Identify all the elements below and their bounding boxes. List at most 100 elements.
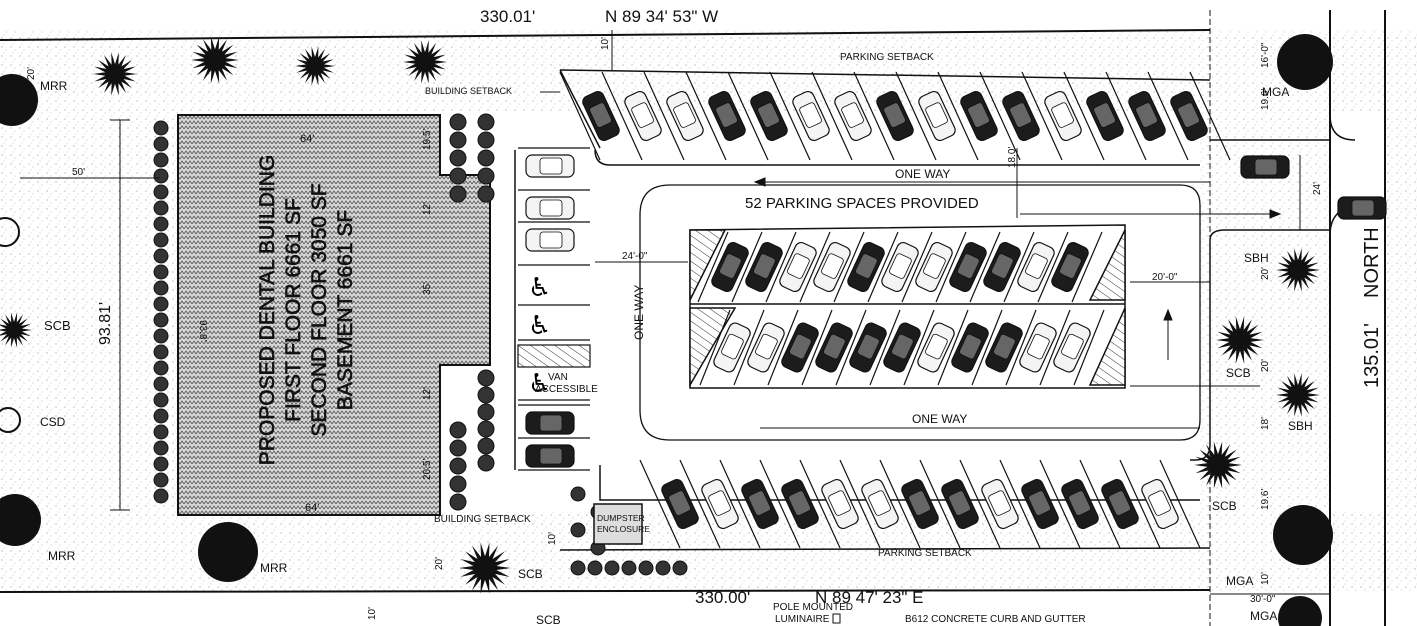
stall-line	[759, 459, 801, 549]
shrub-star	[1276, 373, 1320, 417]
stall-line	[643, 71, 685, 161]
stall-line	[833, 231, 865, 303]
shrub	[153, 456, 169, 472]
stall-line	[1073, 309, 1105, 386]
tree-west-small	[0, 217, 20, 247]
tree-mga-bottom	[1278, 596, 1322, 626]
shrub	[153, 232, 169, 248]
plant-mrr-nw: MRR	[40, 79, 68, 93]
shrub	[477, 113, 495, 131]
stall-line	[767, 309, 799, 386]
parking-setback-bottom: PARKING SETBACK	[878, 548, 972, 559]
dim-twenty-right: 20'	[1260, 267, 1271, 280]
dim-eighteen: 18.0'	[1007, 147, 1018, 168]
tree-csd	[0, 407, 21, 433]
parked-car	[915, 241, 953, 293]
shrub	[587, 560, 603, 576]
dim-fifty: 50'	[72, 167, 85, 178]
parked-car	[750, 90, 788, 142]
plant-scb-w: SCB	[44, 318, 71, 333]
stall-line	[901, 231, 933, 303]
dumpster-label-2: ENCLOSURE	[597, 524, 650, 534]
parked-car	[525, 154, 575, 178]
plant-mrr-sw: MRR	[48, 549, 76, 563]
accessible-stalls	[517, 264, 591, 401]
parked-car	[1101, 478, 1139, 530]
dim-thirty: 30'-0"	[1250, 594, 1276, 605]
stall-line	[727, 71, 769, 161]
parked-car	[525, 228, 575, 252]
parked-car	[981, 478, 1019, 530]
stall-line	[1037, 231, 1069, 303]
shrub	[477, 167, 495, 185]
shrub	[477, 420, 495, 438]
parked-car	[813, 241, 851, 293]
south-distance: 330.00'	[695, 588, 750, 607]
stall-line	[1159, 459, 1201, 549]
shrub	[153, 312, 169, 328]
shrub	[449, 421, 467, 439]
plant-scb-e1: SCB	[1226, 366, 1251, 380]
shrub-star	[1276, 248, 1320, 292]
stalls-island-south	[699, 309, 1105, 386]
parking-count-label: 52 PARKING SPACES PROVIDED	[745, 195, 979, 212]
north-distance: 330.01'	[480, 7, 535, 26]
parked-car	[525, 196, 575, 220]
dim-nineteen-six-b: 19.6'	[1260, 489, 1271, 510]
parked-car	[711, 241, 749, 293]
parked-car	[941, 478, 979, 530]
parked-car	[582, 90, 620, 142]
building-dim-2: 12'	[422, 202, 433, 215]
shrub	[153, 168, 169, 184]
stall-line	[919, 459, 961, 549]
parked-car	[713, 322, 751, 373]
stall-line	[853, 71, 895, 161]
dumpster-label-1: DUMPSTER	[597, 513, 645, 523]
parked-car	[1061, 478, 1099, 530]
luminaire-symbol	[832, 613, 841, 624]
building-second-floor: SECOND FLOOR 3050 SF	[308, 183, 331, 436]
shrub-star	[1216, 316, 1264, 364]
parked-car	[792, 90, 830, 142]
shrub-star	[1194, 441, 1242, 489]
stall-line	[1005, 309, 1037, 386]
plant-csd: CSD	[40, 415, 66, 429]
plant-scb-s: SCB	[518, 567, 543, 581]
stall-line	[937, 71, 979, 161]
shrub	[570, 560, 586, 576]
parked-car	[1021, 478, 1059, 530]
north-bearing: N 89 34' 53" W	[605, 7, 718, 26]
parked-car	[949, 241, 987, 293]
shrub	[604, 560, 620, 576]
shrub-star	[403, 40, 447, 84]
shrub	[477, 149, 495, 167]
dim-twenty-left: 20'	[26, 67, 37, 80]
shrub-star	[93, 52, 137, 96]
stall-line	[719, 459, 761, 549]
parked-car	[1141, 478, 1179, 530]
stalls-west-row	[518, 147, 1387, 471]
accessible-icon-2: ♿	[528, 311, 551, 341]
stall-line	[903, 309, 935, 386]
shrub	[570, 522, 586, 538]
building	[110, 114, 491, 516]
parking-lot-outline	[514, 69, 1356, 551]
parked-car	[1086, 90, 1124, 142]
van-accessible-line-1: VAN	[548, 372, 568, 383]
building-title: PROPOSED DENTAL BUILDING	[256, 155, 279, 465]
building-dim-left: 93.8'	[197, 320, 208, 341]
pole-luminaire-line-1: POLE MOUNTED	[773, 602, 853, 613]
shrub	[153, 152, 169, 168]
parked-car	[960, 90, 998, 142]
shrub-rows	[153, 113, 688, 576]
direction-arrows	[20, 30, 1330, 595]
shrub	[153, 200, 169, 216]
tree-mrr-s	[198, 522, 258, 582]
stall-line	[699, 309, 731, 386]
stall-line	[733, 309, 765, 386]
building-dim-top: 64'	[300, 133, 314, 145]
stall-line	[799, 231, 831, 303]
one-way-top: ONE WAY	[895, 167, 950, 181]
shrub	[153, 136, 169, 152]
shrub	[477, 403, 495, 421]
